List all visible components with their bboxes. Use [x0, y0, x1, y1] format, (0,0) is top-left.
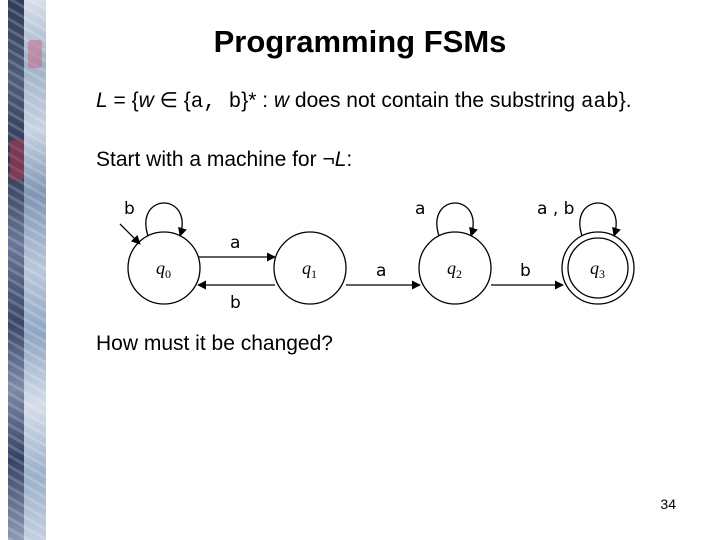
- question-text: How must it be changed?: [96, 332, 333, 355]
- edge-q0-q1-label: a: [230, 233, 240, 253]
- state-q0-label: q0: [156, 258, 171, 281]
- strip-pattern: [8, 0, 46, 540]
- start-arrow: [119, 223, 141, 245]
- start-line: Start with a machine for ¬L:: [96, 148, 352, 172]
- lang-eq-open: = {: [107, 89, 139, 112]
- state-q3-outer-circle: [561, 231, 635, 305]
- strip-accent-2: [10, 140, 24, 180]
- state-q2-circle: [418, 231, 492, 305]
- strip-accent: [28, 40, 42, 68]
- lang-L: L: [96, 89, 108, 112]
- loop-q2: [436, 202, 478, 237]
- start-neg: ¬: [322, 148, 335, 171]
- lang-desc: does not contain the substring: [289, 89, 581, 112]
- state-q3-label: q3: [590, 258, 605, 281]
- lang-alphabet: a, b: [190, 91, 242, 114]
- state-q3-inner-circle: [567, 237, 629, 299]
- start-L: L: [334, 148, 347, 171]
- strip-band-light: [24, 0, 46, 540]
- loop-q3-label: a , b: [537, 199, 574, 219]
- edge-q1-q2-label: a: [376, 261, 386, 281]
- state-q0: q0: [127, 231, 201, 305]
- strip-band-dark: [8, 0, 24, 540]
- loop-q2-label: a: [415, 199, 425, 219]
- state-q3: q3: [561, 231, 635, 305]
- start-prefix: Start with a machine for: [96, 148, 323, 171]
- state-q1-label: q1: [302, 258, 317, 281]
- decorative-left-strip: [0, 0, 48, 540]
- lang-star-colon: }* :: [241, 89, 274, 112]
- state-q3-sub: 3: [599, 267, 605, 281]
- edge-q1-q0-label: b: [230, 293, 241, 313]
- state-q1: q1: [273, 231, 347, 305]
- state-q0-sub: 0: [165, 267, 171, 281]
- lang-substring: aab: [580, 91, 619, 114]
- lang-end: }.: [618, 89, 632, 112]
- state-q2-label: q2: [447, 258, 462, 281]
- loop-q0: [145, 202, 187, 237]
- lang-w1: w: [138, 89, 154, 112]
- lang-w2: w: [273, 89, 290, 112]
- state-q0-circle: [127, 231, 201, 305]
- language-definition: L = {w ∈ {a, b}* : w does not contain th…: [96, 88, 632, 114]
- edge-q2-q3-label: b: [520, 261, 531, 281]
- slide-title: Programming FSMs: [213, 24, 507, 59]
- state-q1-circle: [273, 231, 347, 305]
- lang-elem: ∈ {: [153, 89, 191, 112]
- loop-q3: [579, 202, 621, 237]
- start-suffix: :: [346, 148, 353, 171]
- fsm-diagram: q0 q1 q2 q3 b a a , b a b a b: [119, 199, 635, 313]
- page-number: 34: [660, 496, 676, 512]
- loop-q0-label: b: [124, 199, 135, 219]
- state-q1-sub: 1: [311, 267, 317, 281]
- state-q2-sub: 2: [456, 267, 462, 281]
- state-q2: q2: [418, 231, 492, 305]
